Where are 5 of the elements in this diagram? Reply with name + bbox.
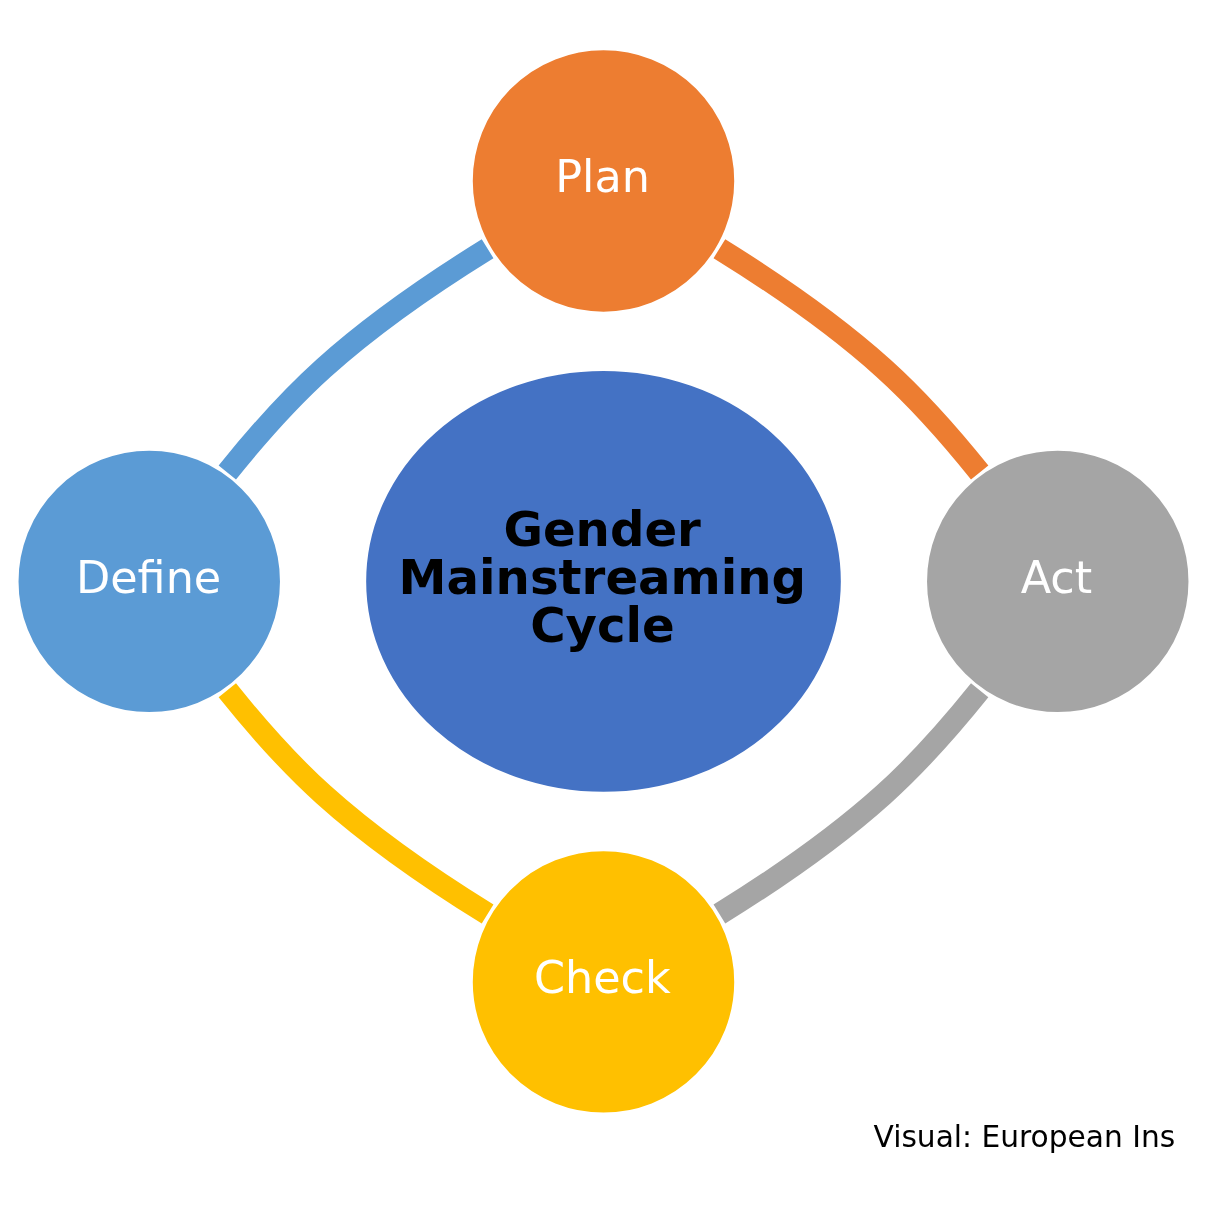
connector [218, 239, 494, 480]
connector [713, 683, 989, 924]
connector [218, 683, 494, 924]
caption: Visual: European Ins [873, 1118, 1176, 1154]
connector [713, 239, 989, 480]
